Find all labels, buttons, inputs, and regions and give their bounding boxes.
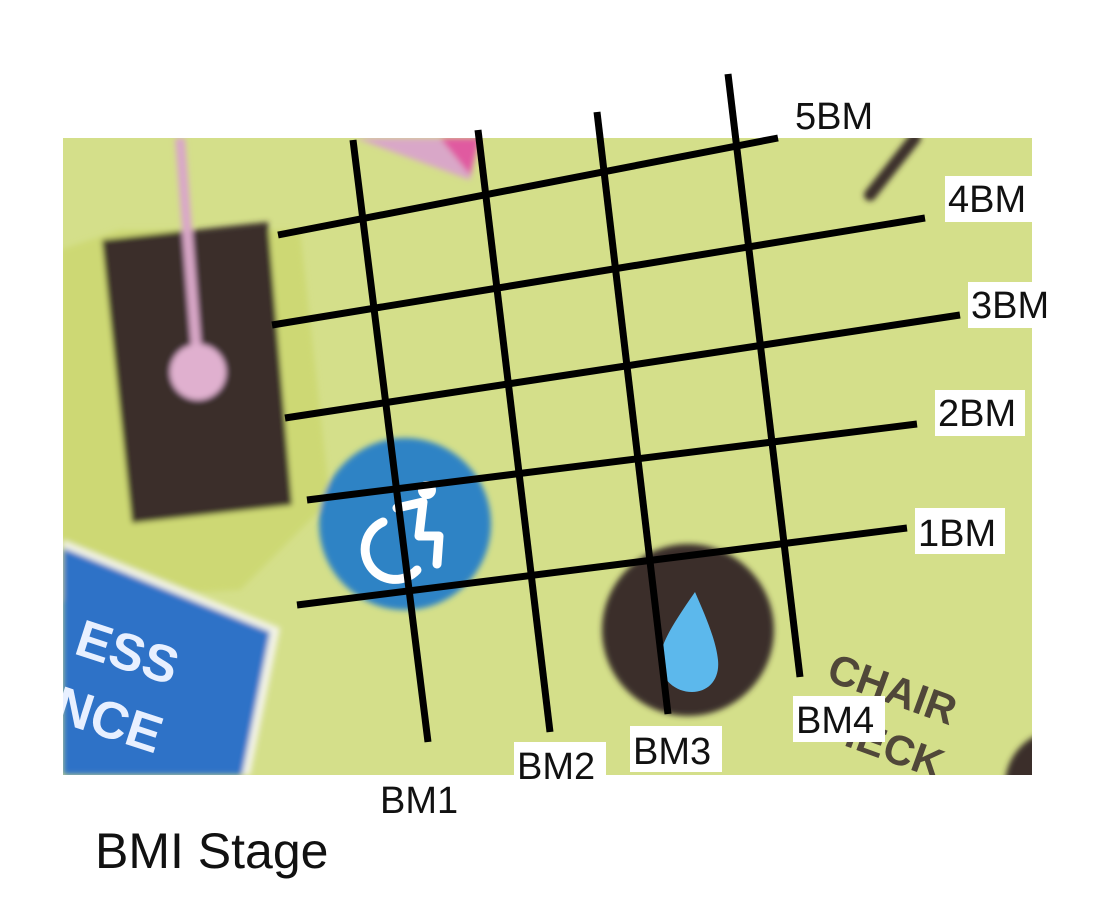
col-label-bg-BM4 — [793, 696, 885, 742]
grid-col-line-BM1 — [349, 139, 432, 743]
column-labels: BM1 BM2 BM3 BM4 — [380, 696, 885, 822]
row-label-bg-2BM — [935, 390, 1025, 436]
grid-col-line-BM2 — [474, 129, 554, 733]
col-label-BM2: BM2 — [517, 746, 595, 788]
row-labels: 5BM 4BM 3BM 2BM 1BM — [795, 96, 1058, 555]
grid-lines — [271, 73, 961, 743]
grid-row-line-4BM — [271, 214, 926, 329]
row-label-1BM: 1BM — [918, 513, 996, 555]
col-label-bg-BM2 — [514, 742, 606, 788]
pink-dot — [170, 344, 226, 400]
grid-row-line-1BM — [296, 524, 908, 609]
col-label-bg-BM3 — [630, 726, 722, 772]
row-label-bg-1BM — [915, 508, 1005, 554]
grid-row-line-2BM — [306, 420, 918, 504]
path-stroke — [864, 138, 921, 201]
row-label-2BM: 2BM — [938, 393, 1016, 435]
grid-col-line-BM3 — [593, 111, 672, 715]
map-image: ESS NCE CHAIR CHECK — [63, 138, 1032, 775]
row-label-5BM: 5BM — [795, 96, 873, 138]
row-label-4BM: 4BM — [948, 179, 1026, 221]
grid-col-line-BM4 — [724, 73, 804, 678]
col-label-BM4: BM4 — [796, 700, 874, 742]
corner-circle — [1005, 737, 1032, 775]
row-label-3BM: 3BM — [971, 285, 1049, 327]
access-sign — [63, 548, 270, 775]
water-drop-icon — [660, 592, 719, 692]
page-title: BMI Stage — [95, 823, 329, 879]
col-label-BM1: BM1 — [380, 780, 458, 822]
grid-row-line-3BM — [284, 311, 961, 422]
row-label-bg-4BM — [945, 176, 1035, 222]
col-label-BM3: BM3 — [633, 731, 711, 773]
row-label-bg-3BM — [968, 282, 1058, 328]
pink-marker — [440, 138, 480, 175]
pink-line — [175, 138, 203, 371]
